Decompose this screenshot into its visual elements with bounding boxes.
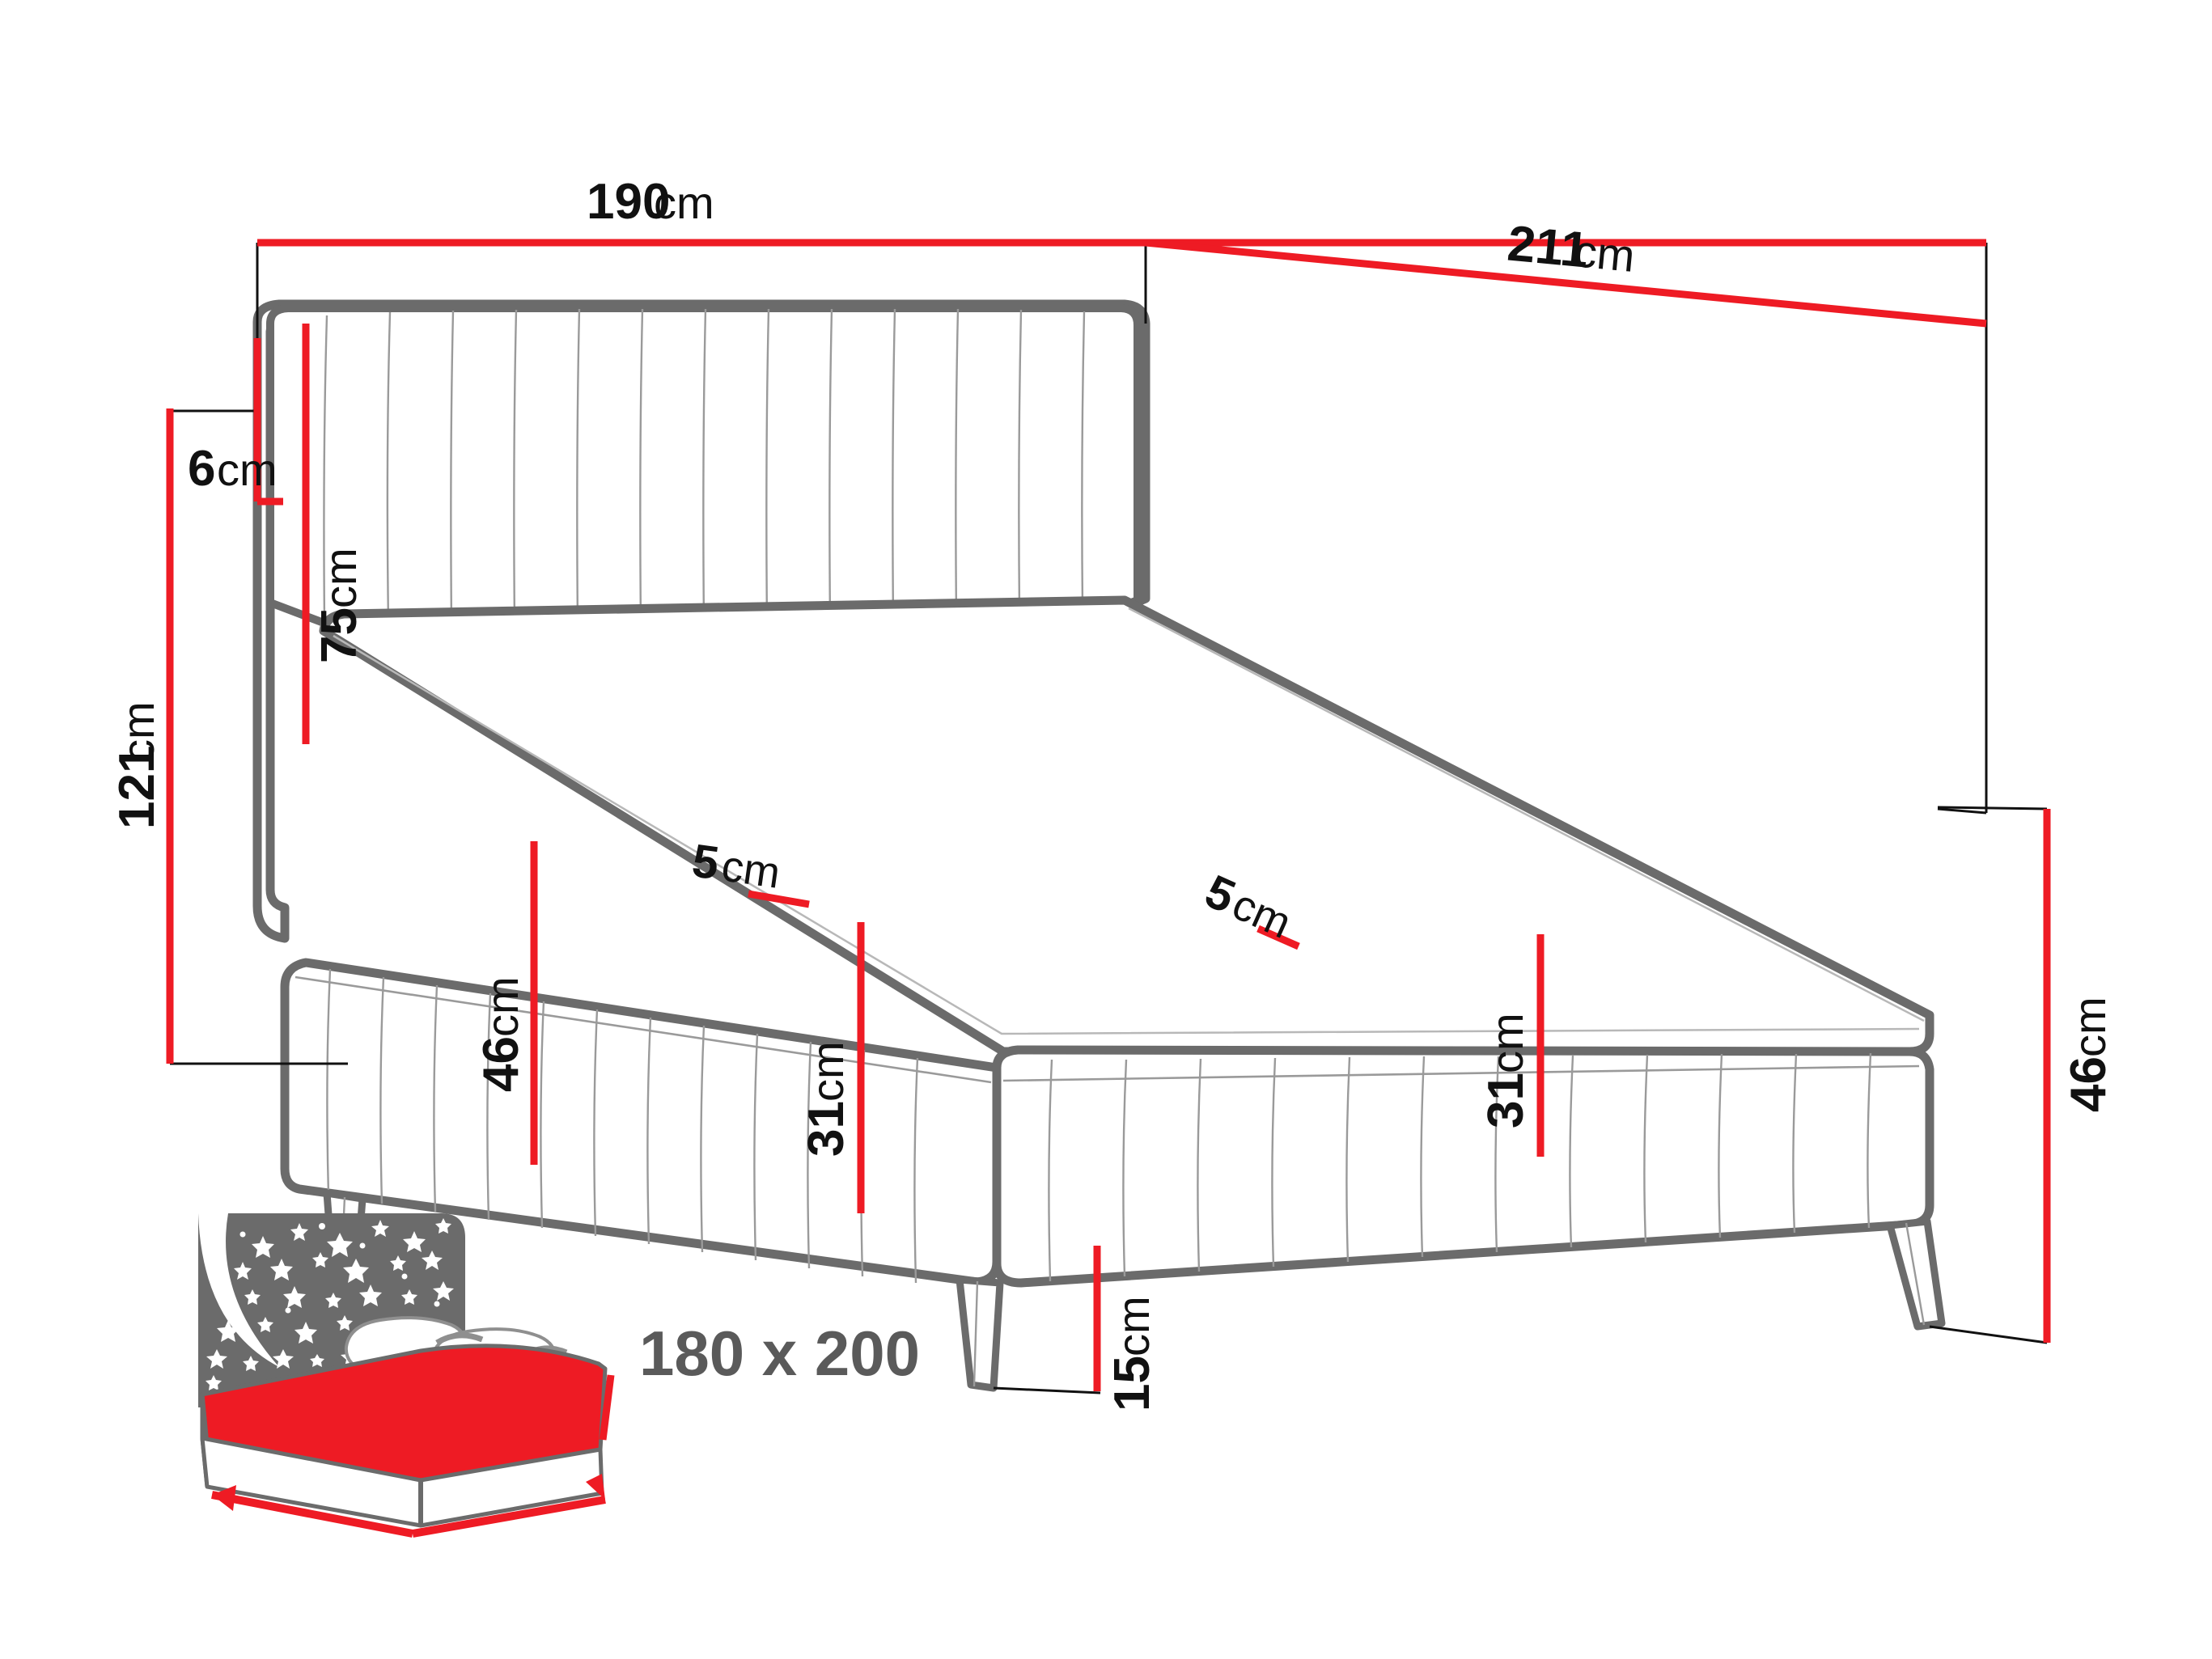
- label-31cm-left-value: 31: [799, 1101, 854, 1157]
- label-121cm: 121 cm: [109, 701, 165, 829]
- dimline-211: [1145, 239, 1987, 328]
- label-190cm-unit: cm: [654, 177, 714, 228]
- label-121cm-value: 121: [109, 746, 165, 829]
- base-front-rail: [295, 976, 992, 1084]
- label-190cm: 190 cm: [587, 174, 714, 230]
- label-46cm-left-unit: cm: [477, 976, 528, 1037]
- label-15cm-unit: cm: [1108, 1296, 1159, 1356]
- label-5cm-left-unit: cm: [718, 842, 783, 898]
- label-15cm-value: 15: [1104, 1356, 1160, 1411]
- mattress-top-seam: [333, 634, 1920, 1035]
- arrow-length-head: [586, 1474, 605, 1500]
- label-6cm-unit: cm: [217, 444, 278, 495]
- headboard-channels: [323, 308, 1086, 625]
- bed-illustration: [252, 299, 1946, 1392]
- label-46cm-left: 46 cm: [473, 976, 529, 1092]
- label-6cm-value: 6: [188, 441, 215, 497]
- mattress-size-label: 180 x 200: [639, 1318, 920, 1389]
- arrow-width-line: [211, 1491, 413, 1538]
- label-75cm: 75 cm: [311, 548, 367, 663]
- label-211cm: 211 cm: [1505, 215, 1637, 281]
- leg-right-seam: [1905, 1222, 1926, 1326]
- mattress-top-sheet: [200, 1344, 608, 1483]
- label-31cm-left: 31 cm: [799, 1041, 854, 1157]
- base-front-left: [280, 958, 1002, 1287]
- tick-5cm-left: [748, 890, 810, 908]
- label-121cm-unit: cm: [112, 701, 163, 762]
- base-right-rail: [1002, 1064, 1920, 1082]
- base-right-channels: [1048, 1052, 1872, 1282]
- arrow-side-line: [599, 1374, 615, 1441]
- label-190cm-value: 190: [587, 174, 670, 230]
- label-31cm-right-value: 31: [1478, 1073, 1534, 1128]
- label-15cm: 15 cm: [1104, 1296, 1160, 1411]
- label-6cm: 6 cm: [188, 441, 278, 497]
- label-75cm-unit: cm: [315, 548, 366, 608]
- label-31cm-right-unit: cm: [1481, 1013, 1532, 1073]
- mattress-right-seam: [1128, 607, 1925, 1022]
- label-75cm-value: 75: [311, 607, 367, 663]
- label-211cm-value: 211: [1505, 215, 1591, 278]
- tick-5cm-right: [1256, 925, 1300, 950]
- label-46cm-right-unit: cm: [2064, 997, 2115, 1057]
- label-46cm-left-value: 46: [473, 1036, 529, 1092]
- dimension-lines: [166, 239, 2051, 1391]
- arrow-width-head: [212, 1485, 236, 1511]
- label-46cm-right-value: 46: [2061, 1056, 2117, 1112]
- leader-lines: [170, 243, 2048, 1394]
- label-31cm-left-unit: cm: [802, 1041, 853, 1102]
- pillow-left-crease: [435, 1332, 484, 1346]
- label-31cm-right: 31 cm: [1478, 1013, 1534, 1128]
- mattress-size-icon: 180 x 200: [198, 1213, 920, 1538]
- moon-crescent-icon: [198, 1213, 279, 1367]
- arrow-length-line: [412, 1496, 606, 1538]
- label-46cm-right: 46 cm: [2061, 997, 2117, 1112]
- dimension-ticks: [257, 497, 1300, 950]
- leg-front-seam: [973, 1280, 979, 1387]
- base-right: [992, 1045, 1934, 1288]
- label-211cm-unit: cm: [1572, 225, 1637, 281]
